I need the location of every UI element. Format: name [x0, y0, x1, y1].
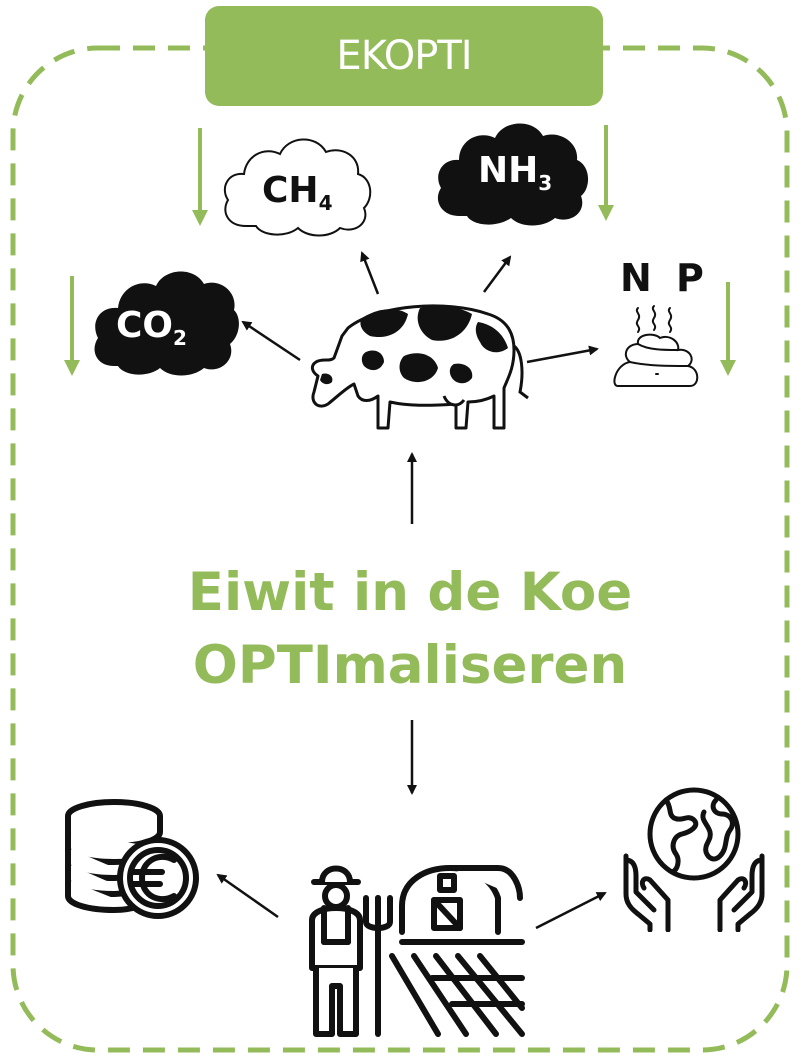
cow-icon	[310, 304, 529, 430]
ch4-cloud-icon	[223, 138, 372, 237]
arrow-cow-to-manure	[526, 345, 599, 364]
reduction-arrow-np-head	[720, 360, 736, 376]
arrow-cow-to-ch4	[360, 251, 380, 295]
reduction-arrow-co2-head	[64, 360, 80, 376]
co2-cloud-icon	[94, 271, 239, 376]
arrow-cow-to-nh3	[482, 255, 512, 293]
badge-label: EKOPTI	[336, 33, 472, 79]
reduction-arrow-nh3-head	[598, 205, 614, 221]
manure-icon	[613, 305, 699, 387]
center-title-line1: Eiwit in de Koe	[187, 562, 633, 623]
center-title: Eiwit in de Koe OPTImaliseren	[100, 556, 720, 702]
nh3-label: NH3	[478, 150, 553, 196]
arrow-farm-to-earth	[535, 891, 607, 930]
ch4-label: CH4	[262, 170, 333, 216]
farmer-farm-icon	[309, 865, 525, 1037]
arrow-cow-to-co2	[241, 320, 301, 362]
arrow-farm-to-coins	[216, 873, 279, 919]
nutrient-p-label: P	[676, 256, 704, 300]
nh3-cloud-icon	[437, 123, 589, 226]
earth-hands-icon	[623, 787, 765, 932]
co2-label: CO2	[116, 305, 187, 351]
coins-euro-icon	[65, 799, 199, 919]
ekopti-badge: EKOPTI	[205, 6, 603, 106]
nutrient-n-label: N	[620, 256, 652, 300]
center-title-line2: OPTImaliseren	[192, 635, 628, 696]
reduction-arrow-ch4-head	[192, 210, 208, 226]
